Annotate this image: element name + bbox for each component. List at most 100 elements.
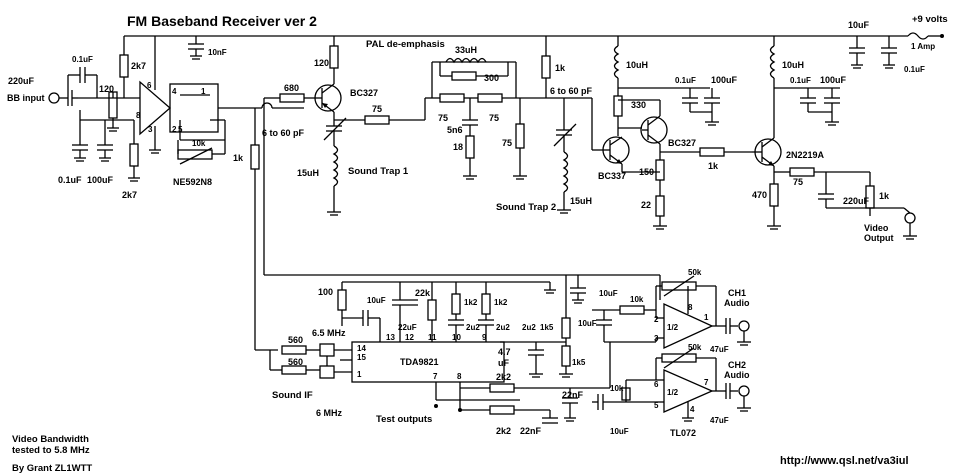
q1-stage: 1k 680 BC327 120 75 6 to 60 pF xyxy=(233,36,426,350)
svg-text:1k5: 1k5 xyxy=(540,323,554,332)
svg-text:2u2: 2u2 xyxy=(466,323,480,332)
svg-text:0.1uF: 0.1uF xyxy=(58,175,82,185)
svg-text:470: 470 xyxy=(752,190,767,200)
svg-text:10uF: 10uF xyxy=(599,289,618,298)
svg-text:PAL de-emphasis: PAL de-emphasis xyxy=(366,39,445,50)
svg-text:4: 4 xyxy=(690,405,695,414)
opamp-ch2: 10uF 10k 1/2 6 5 7 4 50k 47uF TL072 CH2 … xyxy=(592,342,751,438)
svg-text:8: 8 xyxy=(136,111,141,120)
svg-text:2: 2 xyxy=(172,125,177,134)
svg-text:560: 560 xyxy=(288,357,303,367)
ic2-label: TDA9821 xyxy=(400,357,439,367)
svg-text:1/2: 1/2 xyxy=(667,388,679,397)
tda9821: TDA9821 14 15 13 12 11 10 9 1 7 8 560 56… xyxy=(255,328,610,436)
ch2-label-1: CH2 xyxy=(728,360,746,370)
svg-text:8: 8 xyxy=(688,303,693,312)
svg-text:330: 330 xyxy=(631,100,646,110)
svg-text:22nF: 22nF xyxy=(520,426,542,436)
svg-text:13: 13 xyxy=(386,333,395,342)
svg-text:22: 22 xyxy=(641,200,651,210)
svg-text:10: 10 xyxy=(452,333,461,342)
svg-text:0.1uF: 0.1uF xyxy=(904,65,925,74)
svg-text:220uF: 220uF xyxy=(8,76,35,86)
video-output-label-1: Video xyxy=(864,223,889,233)
svg-text:2k7: 2k7 xyxy=(122,190,137,200)
audio-bus: 100 10uF 22uF 22k 1k2 2u2 xyxy=(264,274,661,378)
trap2-stage: 1k 6 to 60 pF 15uH Sound Trap 2 xyxy=(496,36,604,214)
svg-text:6: 6 xyxy=(654,380,659,389)
svg-text:100: 100 xyxy=(318,287,333,297)
supply-label: +9 volts xyxy=(912,14,948,25)
svg-text:10uF: 10uF xyxy=(578,319,597,328)
q4-label: 2N2219A xyxy=(786,150,825,160)
supply-rail: +9 volts 1 Amp 10uF 0.1uF xyxy=(124,14,948,74)
svg-text:10uH: 10uH xyxy=(782,60,804,70)
svg-text:47uF: 47uF xyxy=(710,345,729,354)
ch1-label-1: CH1 xyxy=(728,288,746,298)
svg-text:10nF: 10nF xyxy=(208,48,227,57)
q1-label: BC327 xyxy=(350,88,378,98)
svg-text:10k: 10k xyxy=(630,295,644,304)
svg-text:5n6: 5n6 xyxy=(447,125,463,135)
svg-text:15uH: 15uH xyxy=(297,168,319,178)
video-output-label-2: Output xyxy=(864,233,894,243)
svg-text:0.1uF: 0.1uF xyxy=(790,76,811,85)
svg-text:50k: 50k xyxy=(688,268,702,277)
svg-text:6 to 60 pF: 6 to 60 pF xyxy=(550,86,593,96)
svg-text:1: 1 xyxy=(357,370,362,379)
bb-input-label: BB input xyxy=(7,93,45,103)
ch1-label-2: Audio xyxy=(724,298,750,308)
pal-deemphasis: PAL de-emphasis 33uH 300 75 75 5n6 18 75 xyxy=(366,39,546,180)
bandwidth-note-2: tested to 5.8 MHz xyxy=(12,445,90,456)
svg-text:6.5 MHz: 6.5 MHz xyxy=(312,328,346,338)
input-stage: BB input 220uF 0.1uF 120 xyxy=(7,36,245,200)
svg-text:4: 4 xyxy=(172,87,177,96)
q4-stage: 10uH 0.1uF 100uF 2N2219A 75 470 xyxy=(752,36,917,243)
svg-text:15uH: 15uH xyxy=(570,196,592,206)
svg-text:11: 11 xyxy=(428,333,437,342)
svg-text:1k: 1k xyxy=(708,161,719,171)
svg-text:1k5: 1k5 xyxy=(572,358,586,367)
svg-text:47uF: 47uF xyxy=(710,416,729,425)
svg-text:75: 75 xyxy=(502,138,512,148)
test-outputs-label: Test outputs xyxy=(376,414,432,425)
svg-text:2: 2 xyxy=(654,315,659,324)
source-url: http://www.qsl.net/va3iul xyxy=(780,455,909,467)
svg-text:10uF: 10uF xyxy=(367,296,386,305)
svg-text:3: 3 xyxy=(148,125,153,134)
svg-text:2k2: 2k2 xyxy=(496,372,511,382)
svg-text:1: 1 xyxy=(704,313,709,322)
svg-text:50k: 50k xyxy=(688,343,702,352)
bandwidth-note-1: Video Bandwidth xyxy=(12,434,89,445)
opamp-ch1: 10uF 10k 10uF 1/2 2 3 1 8 50k xyxy=(570,268,751,354)
svg-text:2u2: 2u2 xyxy=(522,323,536,332)
svg-text:0.1uF: 0.1uF xyxy=(675,76,696,85)
svg-text:22k: 22k xyxy=(415,288,431,298)
svg-text:22uF: 22uF xyxy=(398,323,417,332)
svg-text:8: 8 xyxy=(457,372,462,381)
svg-text:15: 15 xyxy=(357,353,366,362)
svg-text:14: 14 xyxy=(357,344,366,353)
fuse-label: 1 Amp xyxy=(911,42,935,51)
svg-text:6: 6 xyxy=(147,81,152,90)
title: FM Baseband Receiver ver 2 xyxy=(127,13,317,29)
sound-if-label: Sound IF xyxy=(272,390,313,401)
svg-text:75: 75 xyxy=(489,113,499,123)
svg-text:120: 120 xyxy=(99,84,114,94)
svg-text:12: 12 xyxy=(405,333,414,342)
svg-text:0.1uF: 0.1uF xyxy=(72,55,93,64)
svg-text:75: 75 xyxy=(372,104,382,114)
ic3-label: TL072 xyxy=(670,428,696,438)
svg-text:1/2: 1/2 xyxy=(667,323,679,332)
svg-text:75: 75 xyxy=(438,113,448,123)
svg-text:5: 5 xyxy=(654,401,659,410)
svg-text:1: 1 xyxy=(201,87,206,96)
svg-text:2k2: 2k2 xyxy=(496,426,511,436)
svg-text:9: 9 xyxy=(482,333,487,342)
svg-text:1k2: 1k2 xyxy=(494,298,508,307)
trap2-label: Sound Trap 2 xyxy=(496,202,556,213)
svg-text:22nF: 22nF xyxy=(562,390,584,400)
svg-text:10uH: 10uH xyxy=(626,60,648,70)
q3-label: BC327 xyxy=(668,138,696,148)
